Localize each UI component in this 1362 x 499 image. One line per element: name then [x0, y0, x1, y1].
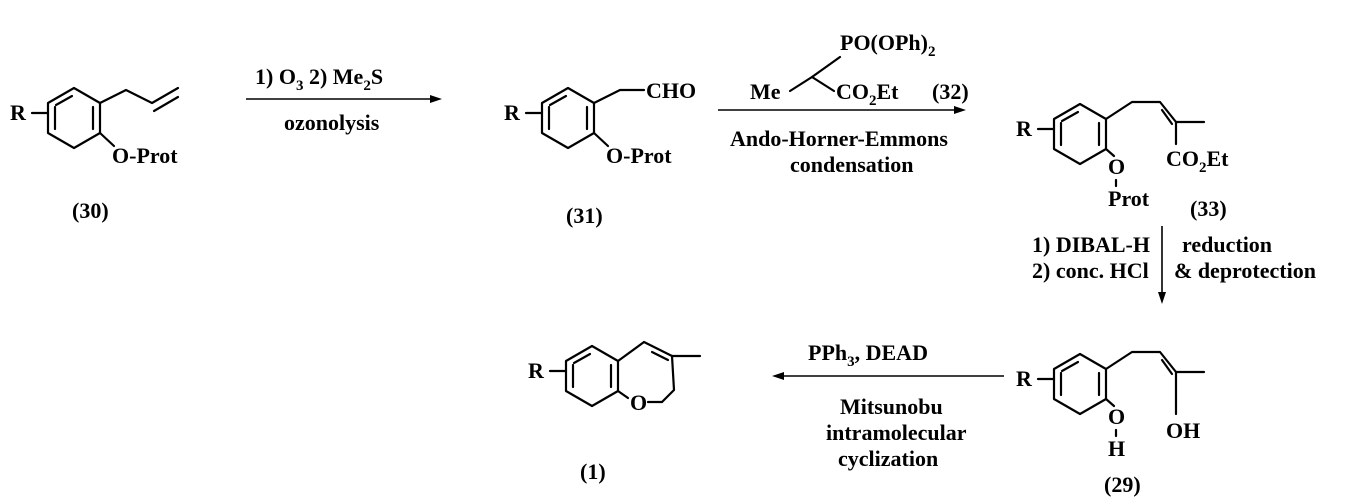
o-bond: [98, 131, 116, 148]
step2-name-line2: condensation: [790, 152, 913, 177]
step4-name-line2: intramolecular: [826, 420, 967, 445]
reagent-32: PO(OPh)2 Me CO2Et (32): [750, 30, 969, 109]
ring-o-bond-left: [616, 389, 630, 400]
benzene-ring: [564, 344, 620, 408]
phosphonate-label: PO(OPh)2: [840, 30, 936, 60]
benzene-ring: [540, 86, 596, 150]
prot-label: Prot: [1108, 186, 1150, 211]
cho-label: CHO: [646, 78, 696, 103]
ring-double-bond: [650, 350, 670, 362]
alkene-double-bond: [1160, 358, 1174, 376]
r-substituent: R: [1016, 366, 1033, 391]
step1-name: ozonolysis: [284, 110, 380, 135]
alkene-chain: [1104, 350, 1178, 374]
step4-name-line3: cyclization: [838, 446, 938, 471]
compound-number-33: (33): [1190, 196, 1227, 221]
o-bond: [1104, 397, 1116, 408]
oxygen-label: O: [1108, 404, 1125, 429]
hydrogen-label: H: [1108, 436, 1125, 461]
r-substituent: R: [528, 358, 545, 383]
compound-29: R OH O H (29): [1016, 350, 1206, 497]
r-substituent: R: [10, 100, 27, 125]
compound-number-30: (30): [72, 198, 109, 223]
benzene-ring: [1052, 352, 1108, 416]
methyl-label: Me: [750, 79, 781, 104]
alkene-chain: [1104, 100, 1178, 124]
ring-oxygen-label: O: [630, 390, 647, 415]
step4-name-line1: Mitsunobu: [840, 394, 943, 419]
arrow-step-3: 1) DIBAL-H 2) conc. HCl reduction & depr…: [1032, 226, 1316, 304]
allyl-double-bond: [152, 95, 180, 113]
step3-name-line1: reduction: [1182, 232, 1272, 257]
compound-31: R CHO O-Prot (31): [504, 78, 696, 228]
benzene-ring: [1052, 102, 1108, 166]
step3-reagent-line1: 1) DIBAL-H: [1032, 232, 1150, 257]
r-substituent: R: [504, 100, 521, 125]
allyl-chain: [98, 86, 180, 105]
oxygen-label: O: [1108, 154, 1125, 179]
o-bond: [592, 131, 610, 148]
ester-label: CO2Et: [1166, 146, 1229, 176]
compound-number-1: (1): [580, 459, 606, 484]
step4-reagents: PPh3, DEAD: [808, 340, 928, 370]
step3-reagent-line2: 2) conc. HCl: [1032, 258, 1149, 283]
arrow-step-4: PPh3, DEAD Mitsunobu intramolecular cycl…: [772, 340, 1004, 471]
step2-name-line1: Ando-Horner-Emmons: [730, 126, 948, 151]
o-bond: [1104, 147, 1116, 158]
r-substituent: R: [1016, 116, 1033, 141]
compound-1: R O (1): [528, 340, 702, 484]
compound-number-29: (29): [1104, 472, 1141, 497]
hydroxyl-label: OH: [1166, 418, 1200, 443]
benzene-ring: [46, 86, 102, 150]
step3-name-line2: & deprotection: [1174, 258, 1316, 283]
compound-30: R O-Prot (30): [10, 86, 180, 223]
compound-33: R CO2Et O Prot (33): [1016, 100, 1229, 221]
step1-reagents: 1) O3 2) Me2S: [255, 64, 383, 94]
arrow-step-1: 1) O3 2) Me2S ozonolysis: [246, 64, 442, 135]
o-prot-label: O-Prot: [112, 143, 178, 168]
ester-label: CO2Et: [836, 79, 899, 109]
o-prot-label: O-Prot: [606, 143, 672, 168]
alkene-double-bond: [1160, 108, 1174, 126]
ch2-chain: [592, 88, 646, 105]
reagent-number-32: (32): [932, 79, 969, 104]
arrow-step-2: Ando-Horner-Emmons condensation: [718, 106, 966, 177]
compound-number-31: (31): [566, 203, 603, 228]
